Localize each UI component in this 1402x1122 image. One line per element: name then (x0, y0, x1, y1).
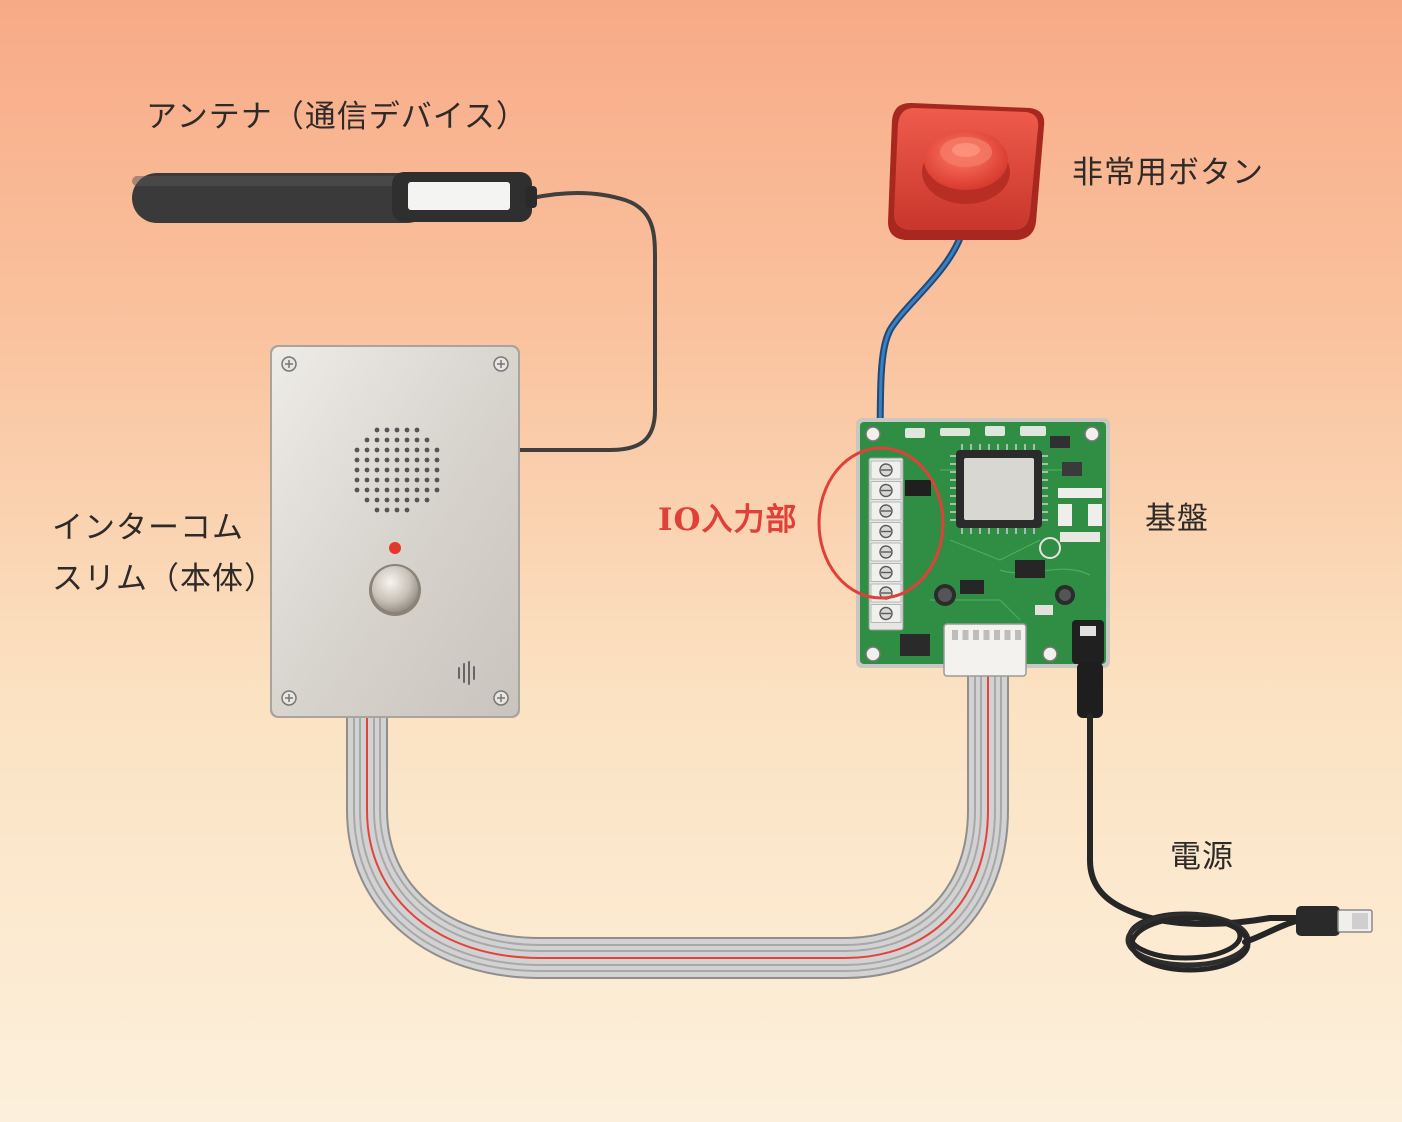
antenna-label: アンテナ（通信デバイス） (146, 99, 528, 135)
intercom-label-line1: インターコム (52, 510, 244, 546)
ribbon-cable (346, 651, 1009, 979)
io-highlight-circle (817, 446, 945, 600)
call-button-icon (372, 566, 418, 612)
power-cable (1077, 662, 1373, 973)
intercom-unit (270, 345, 520, 718)
intercom-label-line2: スリム（本体） (52, 561, 276, 597)
board-label: 基盤 (1145, 501, 1209, 537)
emergency-button-label: 非常用ボタン (1072, 155, 1264, 191)
mount-hole (865, 426, 1100, 662)
antenna-device (132, 172, 657, 452)
speaker-grille-icon (354, 427, 440, 513)
status-led (389, 542, 401, 554)
io-input-label: IO入力部 (658, 502, 798, 538)
power-label: 電源 (1170, 839, 1234, 875)
emergency-button-device (876, 102, 1045, 474)
circuit-board (856, 418, 1110, 677)
sound-wave-icon (458, 661, 475, 685)
